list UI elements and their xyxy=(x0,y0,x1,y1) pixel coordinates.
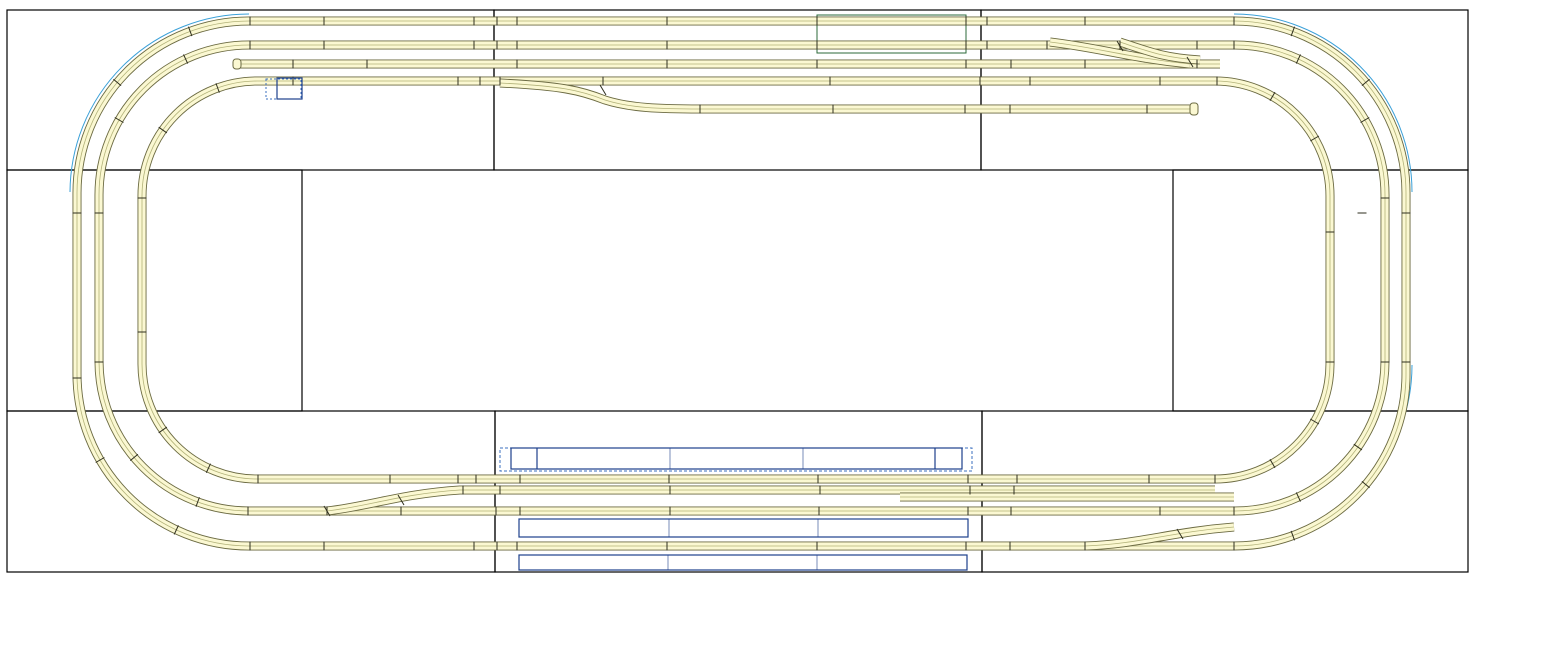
buffer-stop-left xyxy=(232,58,242,70)
platforms xyxy=(499,447,973,571)
buffer-stops xyxy=(232,58,1199,116)
marker-solid xyxy=(276,77,303,100)
clearance-arc-top-left xyxy=(69,13,250,193)
turnout-frogs xyxy=(323,40,1194,540)
track-turnout-top-right-b xyxy=(1118,37,1201,65)
clearance-arc-top-right xyxy=(1233,13,1413,193)
track-crossover-bottom-right xyxy=(1084,522,1235,551)
track-joints-top xyxy=(249,16,1235,114)
platform-upper xyxy=(510,447,963,470)
track-joints-bottom xyxy=(247,474,1235,551)
track-siding-lower xyxy=(499,78,1197,114)
platform-lower xyxy=(518,554,968,571)
top-left-marker xyxy=(265,77,303,100)
tracks xyxy=(72,16,1411,551)
station-building xyxy=(816,14,967,54)
track-joints-sides xyxy=(72,197,1411,379)
track-joints-curves xyxy=(95,26,1370,541)
track-turnout-top-right xyxy=(1049,37,1191,69)
platform-middle xyxy=(518,518,969,538)
buffer-stop-right xyxy=(1189,102,1199,116)
track-crossover-bottom-left xyxy=(326,485,1215,516)
